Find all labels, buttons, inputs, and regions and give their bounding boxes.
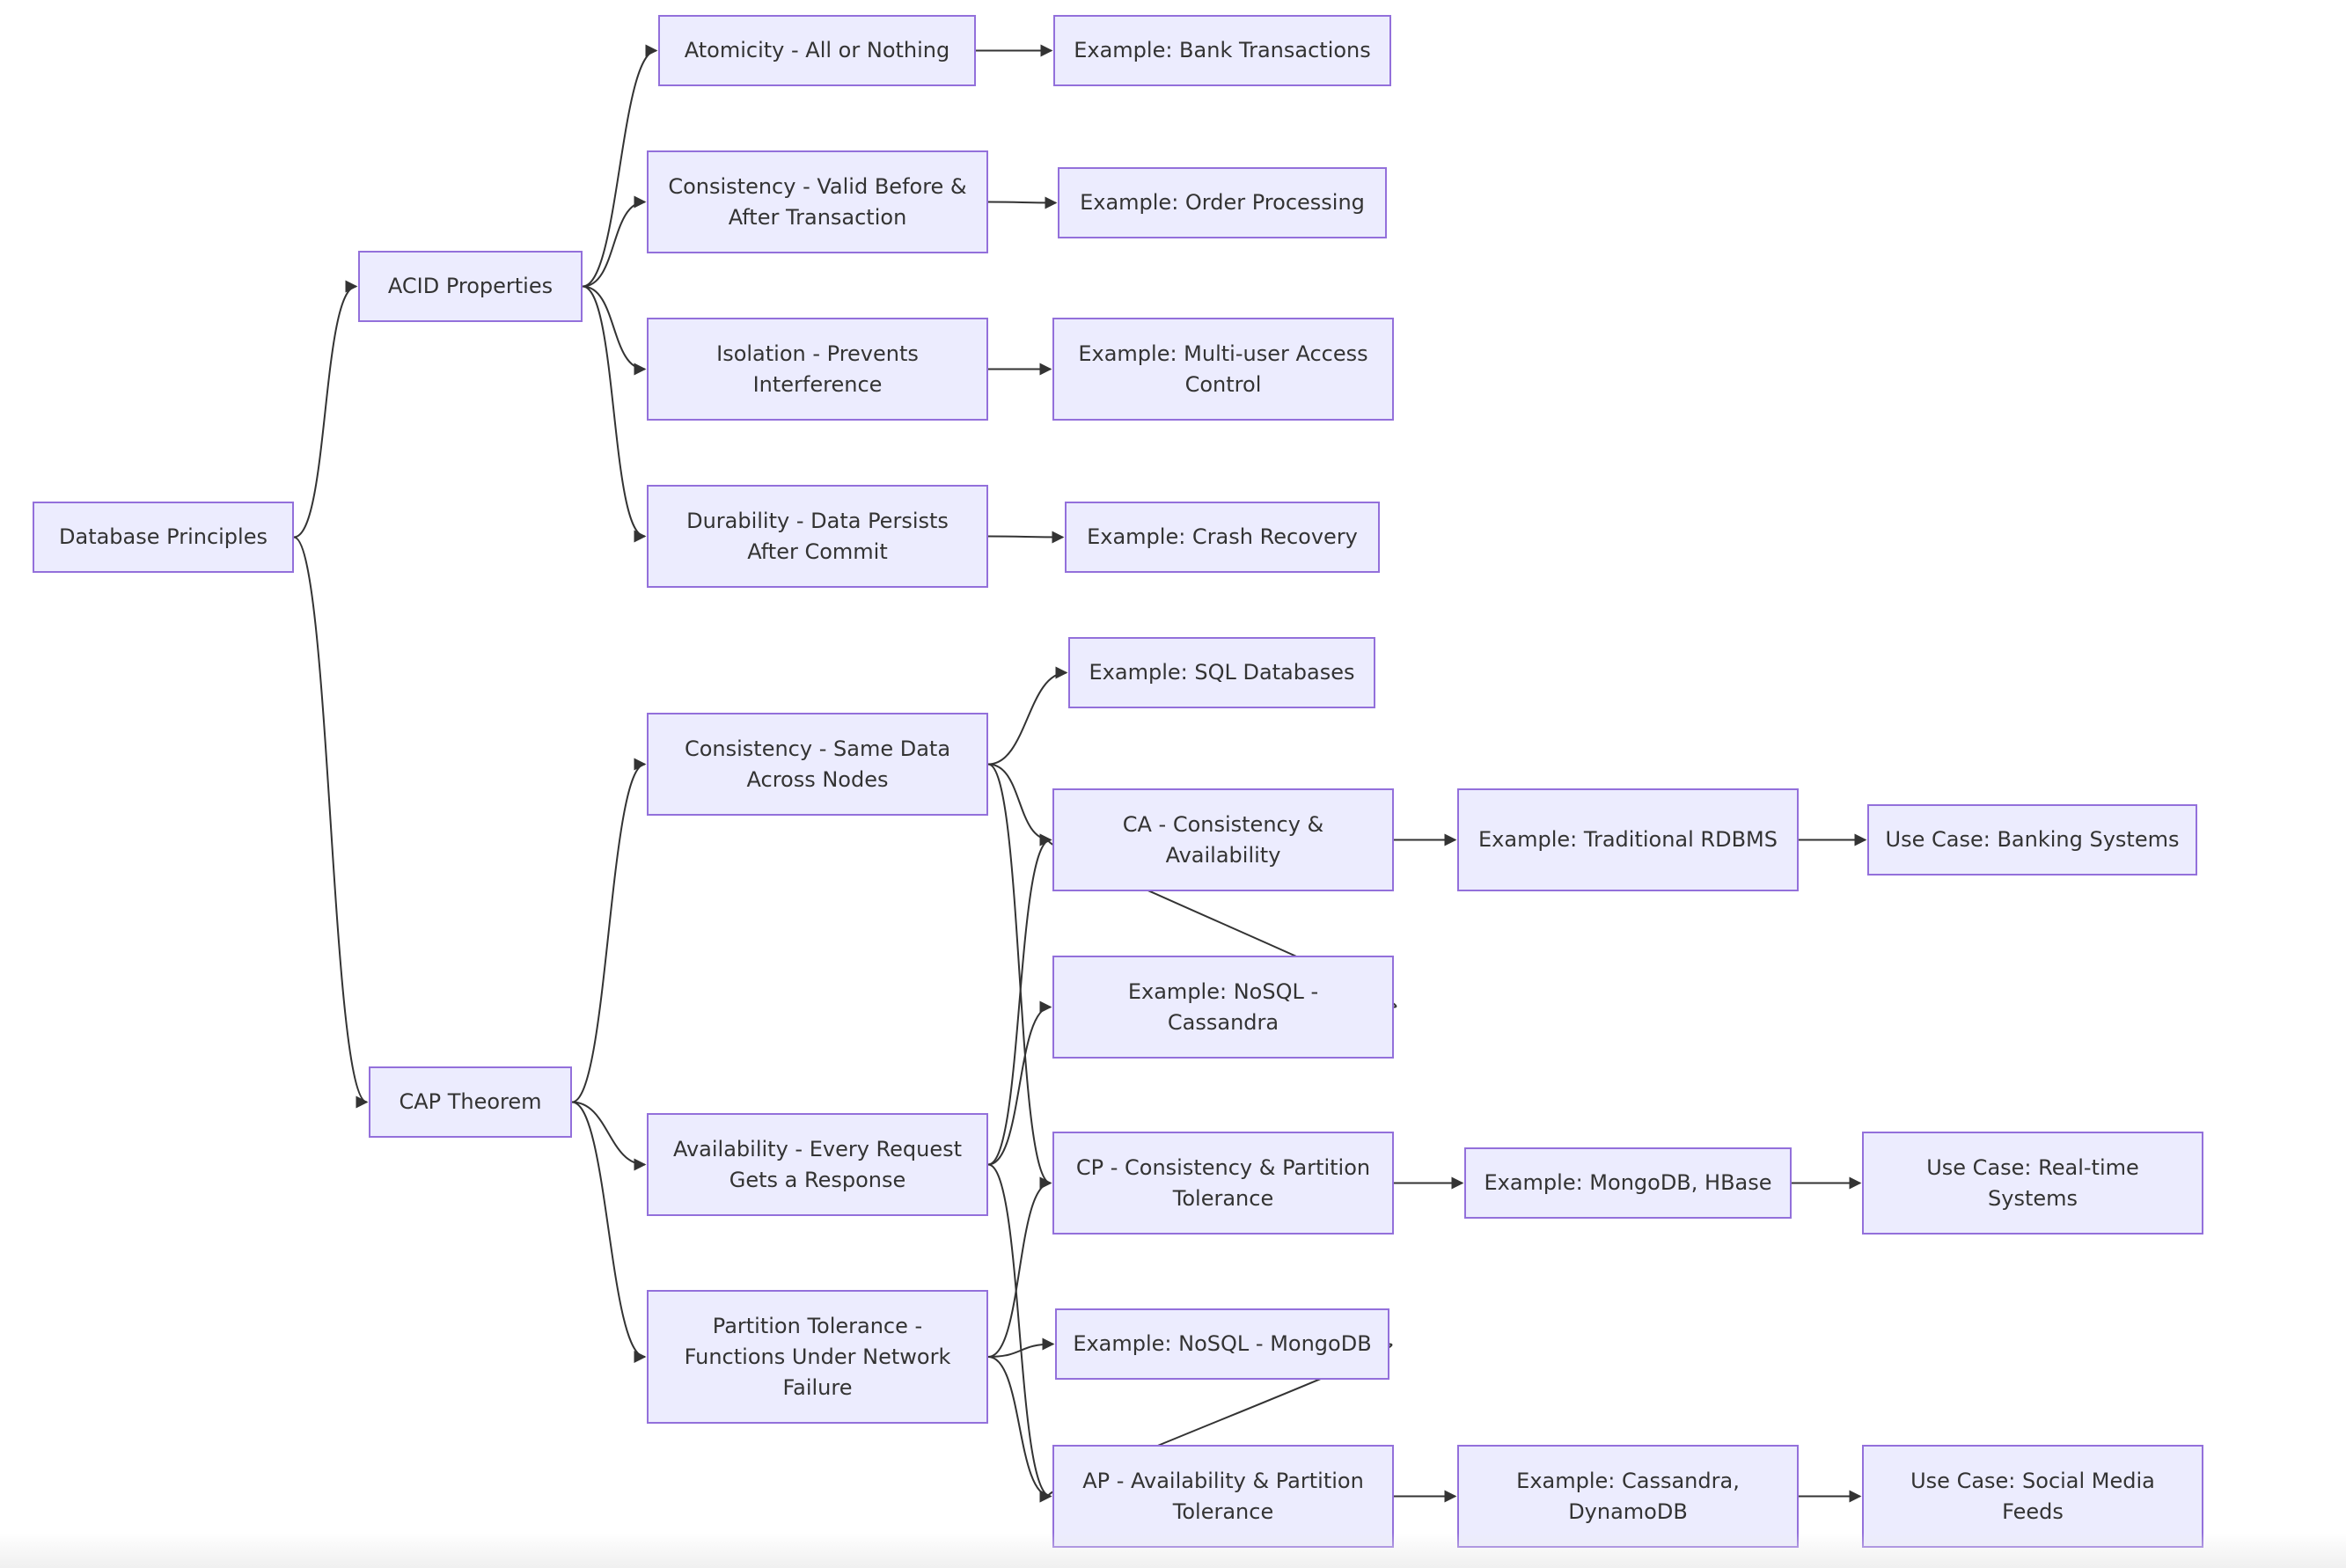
node-label: CAP Theorem [399, 1089, 542, 1114]
edge-cap-to-c_same [571, 758, 647, 1103]
edge-db-to-acid [293, 280, 358, 539]
node-example-traditional-rdbms: Example: Traditional RDBMS [1457, 788, 1799, 891]
node-database-principles: Database Principles [33, 502, 294, 573]
node-availability: Availability - Every Request Gets a Resp… [647, 1113, 988, 1216]
node-atomicity: Atomicity - All or Nothing [658, 15, 976, 86]
node-example-cassandra-dynamodb: Example: Cassandra, DynamoDB [1457, 1445, 1799, 1548]
node-example-sql-databases: Example: SQL Databases [1068, 637, 1375, 708]
node-label: Use Case: Social Media Feeds [1910, 1468, 2155, 1524]
node-label: Consistency - Valid Before & After Trans… [668, 173, 967, 230]
node-label: Use Case: Banking Systems [1885, 827, 2180, 852]
node-label: Consistency - Same Data Across Nodes [684, 736, 951, 792]
node-label: Partition Tolerance - Functions Under Ne… [684, 1313, 951, 1400]
node-label: CA - Consistency & Availability [1122, 811, 1324, 868]
edge-acid-to-dur [582, 285, 647, 543]
node-label: AP - Availability & Partition Tolerance [1082, 1468, 1364, 1524]
node-example-nosql-cassandra: Example: NoSQL - Cassandra [1052, 956, 1394, 1059]
node-example-bank-transactions: Example: Bank Transactions [1053, 15, 1391, 86]
node-partition-tolerance: Partition Tolerance - Functions Under Ne… [647, 1290, 988, 1424]
node-example-multi-user: Example: Multi-user Access Control [1052, 318, 1394, 421]
node-label: Example: NoSQL - Cassandra [1127, 978, 1319, 1035]
node-ca: CA - Consistency & Availability [1052, 788, 1394, 891]
edge-p_tol-to-cp [987, 1176, 1052, 1358]
node-label: Use Case: Real-time Systems [1926, 1154, 2139, 1211]
node-label: Example: Cassandra, DynamoDB [1516, 1468, 1740, 1524]
node-label: Example: Crash Recovery [1087, 524, 1358, 549]
edge-cap-to-a_every [571, 1101, 647, 1171]
node-label: Example: NoSQL - MongoDB [1073, 1331, 1372, 1356]
node-isolation: Isolation - Prevents Interference [647, 318, 988, 421]
node-label: Durability - Data Persists After Commit [686, 508, 949, 564]
edge-a_every-to-ca [987, 833, 1052, 1166]
node-usecase-realtime: Use Case: Real-time Systems [1862, 1132, 2203, 1235]
node-usecase-banking: Use Case: Banking Systems [1867, 804, 2197, 876]
edge-cons-to-ex_order [987, 196, 1058, 209]
edge-acid-to-atom [582, 44, 658, 288]
node-durability: Durability - Data Persists After Commit [647, 485, 988, 588]
node-label: Isolation - Prevents Interference [716, 341, 919, 397]
node-label: Example: Multi-user Access Control [1078, 341, 1368, 397]
node-label: Availability - Every Request Gets a Resp… [672, 1136, 963, 1192]
node-label: Example: Traditional RDBMS [1478, 827, 1778, 852]
edge-a_every-to-ap [987, 1163, 1052, 1503]
node-ap: AP - Availability & Partition Tolerance [1052, 1445, 1394, 1548]
edge-cap-to-p_tol [571, 1101, 647, 1363]
edge-p_tol-to-ap [987, 1356, 1052, 1503]
node-label: Example: MongoDB, HBase [1484, 1170, 1772, 1195]
node-label: Example: SQL Databases [1089, 660, 1355, 685]
node-acid-properties: ACID Properties [358, 251, 583, 322]
edge-c_same-to-cp [987, 763, 1052, 1190]
node-example-nosql-mongodb: Example: NoSQL - MongoDB [1055, 1308, 1389, 1380]
bottom-fade [0, 1533, 2346, 1568]
edge-db-to-cap [293, 536, 369, 1109]
node-label: Example: Bank Transactions [1074, 38, 1371, 62]
node-cap-theorem: CAP Theorem [369, 1066, 572, 1138]
node-example-crash-recovery: Example: Crash Recovery [1065, 502, 1380, 573]
edge-dur-to-ex_crash [987, 531, 1065, 544]
node-consistency-cap: Consistency - Same Data Across Nodes [647, 713, 988, 816]
node-example-order-processing: Example: Order Processing [1058, 167, 1387, 238]
edge-a_every-to-ex_cass [987, 1000, 1052, 1166]
node-label: ACID Properties [387, 274, 554, 298]
edge-acid-to-cons [582, 195, 647, 288]
edge-c_same-to-ex_sql [987, 666, 1068, 766]
node-example-mongodb-hbase: Example: MongoDB, HBase [1464, 1147, 1792, 1219]
node-label: Atomicity - All or Nothing [684, 38, 950, 62]
node-label: CP - Consistency & Partition Tolerance [1075, 1154, 1371, 1211]
node-cp: CP - Consistency & Partition Tolerance [1052, 1132, 1394, 1235]
node-label: Example: Order Processing [1080, 190, 1365, 215]
node-consistency-acid: Consistency - Valid Before & After Trans… [647, 150, 988, 253]
node-label: Database Principles [59, 524, 268, 549]
node-usecase-social-media: Use Case: Social Media Feeds [1862, 1445, 2203, 1548]
edge-acid-to-iso [582, 285, 647, 376]
edge-p_tol-to-ex_mongo [987, 1337, 1055, 1358]
